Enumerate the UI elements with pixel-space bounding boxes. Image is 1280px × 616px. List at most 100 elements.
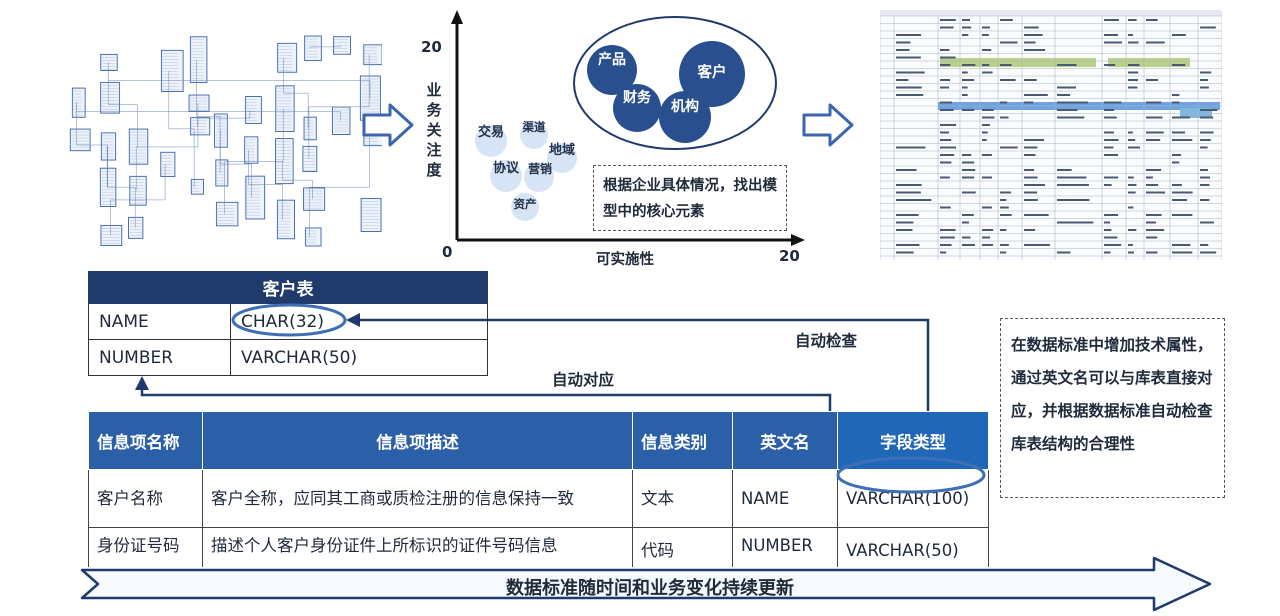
sheet-text-mark (896, 71, 925, 74)
er-entity-box (100, 53, 118, 71)
auto-map-label: 自动对应 (552, 371, 615, 389)
er-relation-line (76, 102, 109, 188)
customer-table-title: 客户表 (88, 271, 488, 304)
sheet-text-mark (896, 184, 922, 186)
sheet-text-mark (1104, 236, 1118, 239)
sheet-text-mark (1000, 101, 1008, 104)
sheet-text-mark (1128, 131, 1133, 134)
sheet-text-mark (1146, 236, 1158, 239)
sheet-text-mark (1172, 199, 1188, 201)
bubble-transaction-label: 交易 (477, 125, 504, 140)
sheet-text-mark (1128, 139, 1136, 141)
sheet-text-mark (1146, 184, 1159, 186)
sheet-text-mark (1172, 184, 1182, 186)
sheet-text-mark (982, 71, 993, 74)
sheet-text-mark (1000, 64, 1012, 66)
sheet-text-mark (896, 86, 922, 89)
er-relation-line (310, 45, 341, 49)
sheet-text-mark (982, 236, 991, 239)
table-row: NUMBER VARCHAR(50) (88, 339, 488, 376)
y-axis-max: 20 (421, 38, 442, 56)
sheet-text-mark (1057, 199, 1090, 201)
er-entity-box (275, 138, 294, 185)
sheet-text-mark (940, 161, 952, 164)
sheet-text-mark (1172, 94, 1180, 96)
sheet-text-mark (982, 139, 987, 141)
sheet-text-mark (896, 94, 924, 96)
bubble-product-label: 产品 (598, 52, 626, 68)
sheet-text-mark (1200, 86, 1209, 89)
sheet-text-mark (1024, 199, 1038, 201)
sheet-text-mark (1172, 116, 1190, 119)
sheet-text-mark (940, 56, 956, 59)
sheet-text-mark (940, 64, 951, 66)
er-entity-box (129, 175, 147, 206)
auto-check-label: 自动检查 (795, 332, 858, 350)
sheet-text-mark (962, 109, 975, 111)
sheet-text-mark (1000, 229, 1007, 231)
sheet-text-mark (962, 214, 974, 216)
er-entity-box (277, 199, 296, 240)
sheet-text-mark (1057, 109, 1078, 111)
sheet-text-mark (982, 124, 990, 126)
er-entity-box (333, 36, 351, 55)
header-item-desc: 信息项描述 (202, 411, 633, 470)
er-relation-line (107, 62, 138, 147)
sheet-text-mark (1128, 41, 1139, 44)
sheet-text-mark (1104, 146, 1114, 149)
sheet-text-mark (1200, 79, 1209, 81)
sheet-text-mark (1057, 251, 1071, 254)
bubble-customer-label: 客户 (697, 65, 727, 81)
header-field-type: 字段类型 (837, 411, 989, 470)
sheet-text-mark (896, 251, 914, 254)
flow-arrow-right-icon (362, 103, 414, 147)
sheet-text-mark (1146, 214, 1162, 216)
sheet-text-mark (896, 34, 921, 36)
sheet-text-mark (1200, 221, 1214, 224)
er-relation-line (309, 137, 370, 237)
sheet-text-mark (1104, 251, 1111, 254)
sheet-text-mark (1024, 214, 1049, 216)
item-desc-cell: 描述个人客户身份证件上所标识的证件号码信息 (202, 527, 633, 567)
er-entity-box (69, 128, 91, 152)
sheet-text-mark (1200, 199, 1210, 201)
sheet-text-mark (1172, 64, 1186, 66)
sheet-text-mark (1172, 131, 1186, 134)
sheet-text-mark (1146, 116, 1163, 119)
sheet-text-mark (1146, 139, 1161, 141)
x-axis-label: 可实施性 (596, 252, 654, 268)
sheet-text-mark (1128, 251, 1134, 254)
sheet-text-mark (962, 19, 971, 21)
table-row: 身份证号码 描述个人客户身份证件上所标识的证件号码信息 代码 NUMBER VA… (88, 527, 989, 567)
item-english-cell: NAME (732, 469, 838, 528)
sheet-text-mark (1128, 71, 1139, 74)
sheet-text-mark (1200, 146, 1208, 149)
sheet-text-mark (1200, 116, 1214, 119)
er-entity-box (360, 197, 382, 232)
sheet-text-mark (1172, 214, 1193, 216)
sheet-text-mark (1172, 154, 1181, 156)
sheet-text-mark (982, 206, 992, 209)
er-relation-line (135, 103, 199, 191)
sheet-text-mark (940, 251, 947, 254)
er-entity-box (100, 132, 117, 161)
er-entity-box (100, 81, 120, 114)
sheet-text-mark (1128, 79, 1139, 81)
sheet-text-mark (1128, 146, 1140, 149)
bubble-channel-label: 渠道 (522, 120, 546, 134)
er-entity-box (128, 216, 144, 239)
item-category-cell: 代码 (632, 527, 733, 567)
sheet-text-mark (1172, 251, 1193, 254)
sheet-text-mark (940, 139, 952, 141)
sheet-text-mark (1000, 206, 1009, 209)
sheet-text-mark (1024, 94, 1048, 96)
sheet-text-mark (1128, 176, 1134, 179)
sheet-text-mark (896, 146, 926, 149)
er-relation-line (168, 70, 195, 187)
sheet-text-mark (1104, 101, 1122, 104)
sheet-text-mark (1000, 214, 1012, 216)
sheet-text-mark (1104, 221, 1111, 224)
y-axis-label: 业务关注度 (426, 81, 442, 179)
sheet-text-mark (896, 244, 920, 246)
column-name-cell: NUMBER (88, 339, 231, 376)
